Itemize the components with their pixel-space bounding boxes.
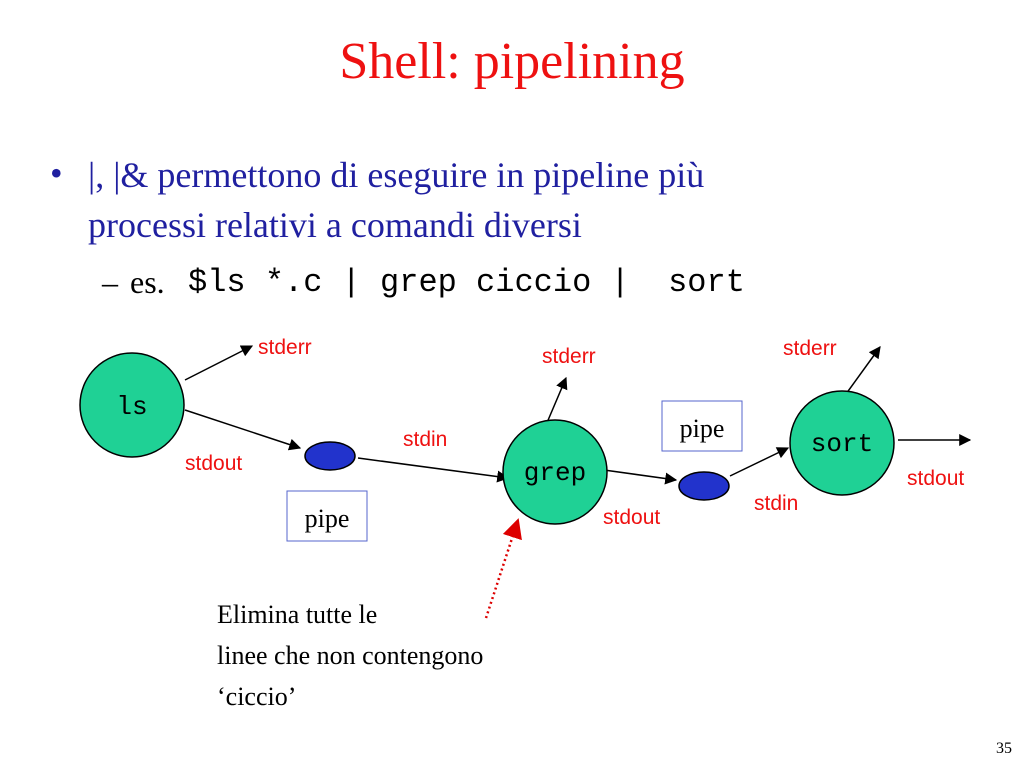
node-grep-label: grep	[524, 458, 586, 488]
ls-stderr-arrow	[184, 345, 254, 381]
slide-title: Shell: pipelining	[339, 33, 685, 90]
ls-stderr-label: stderr	[258, 336, 312, 359]
pipe-2-box	[661, 400, 743, 452]
grep-stdout-label: stdout	[603, 506, 660, 529]
note-line-1: Elimina tutte le	[217, 600, 377, 629]
grep-stderr-label: stderr	[542, 345, 596, 368]
pipe-1-box	[286, 490, 368, 542]
pipe2-to-sort-arrow	[729, 447, 790, 477]
pipe-1-ellipse	[304, 441, 356, 471]
node-sort: sort	[789, 390, 895, 496]
note-dotted-arrow	[484, 518, 522, 619]
pipe-2-ellipse	[678, 471, 730, 501]
pipe-1-label: pipe	[305, 504, 350, 533]
grep-stdout-arrow	[603, 469, 678, 485]
grep-stderr-arrow	[545, 376, 568, 426]
note-line-2: linee che non contengono	[217, 641, 483, 670]
node-ls-label: ls	[116, 392, 147, 422]
ls-stdout-arrow	[184, 409, 302, 451]
sort-stdout-label: stdout	[907, 467, 964, 490]
sort-stdin-label: stdin	[754, 492, 798, 515]
grep-stdin-label: stdin	[403, 428, 447, 451]
pipe-2-label: pipe	[680, 414, 725, 443]
bullet-line-2: processi relativi a comandi diversi	[88, 205, 582, 245]
node-grep: grep	[502, 419, 608, 525]
pipe1-to-grep-arrow	[357, 457, 510, 483]
sort-stderr-arrow	[845, 346, 881, 395]
node-sort-label: sort	[811, 429, 873, 459]
node-ls: ls	[79, 352, 185, 458]
sub-bullet-prefix: es.	[130, 264, 165, 300]
sort-stderr-label: stderr	[783, 337, 837, 360]
sub-bullet-dash: –	[102, 264, 118, 300]
bullet-dot: •	[50, 153, 63, 193]
page-number: 35	[996, 740, 1012, 757]
note-line-3: ‘ciccio’	[217, 682, 296, 711]
bullet-text: |, |& permettono di eseguire in pipeline…	[88, 150, 948, 250]
ls-stdout-label: stdout	[185, 452, 242, 475]
bullet-line-1: |, |& permettono di eseguire in pipeline…	[88, 155, 705, 195]
sub-bullet-command: $ls *.c | grep ciccio | sort	[188, 264, 745, 301]
